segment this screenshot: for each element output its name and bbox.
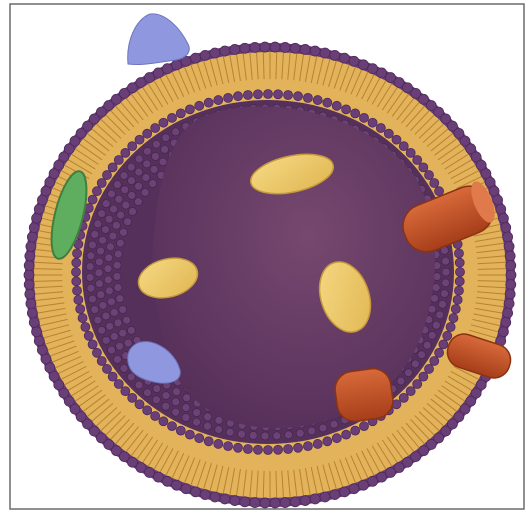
red-protein-bottom: [333, 366, 395, 423]
